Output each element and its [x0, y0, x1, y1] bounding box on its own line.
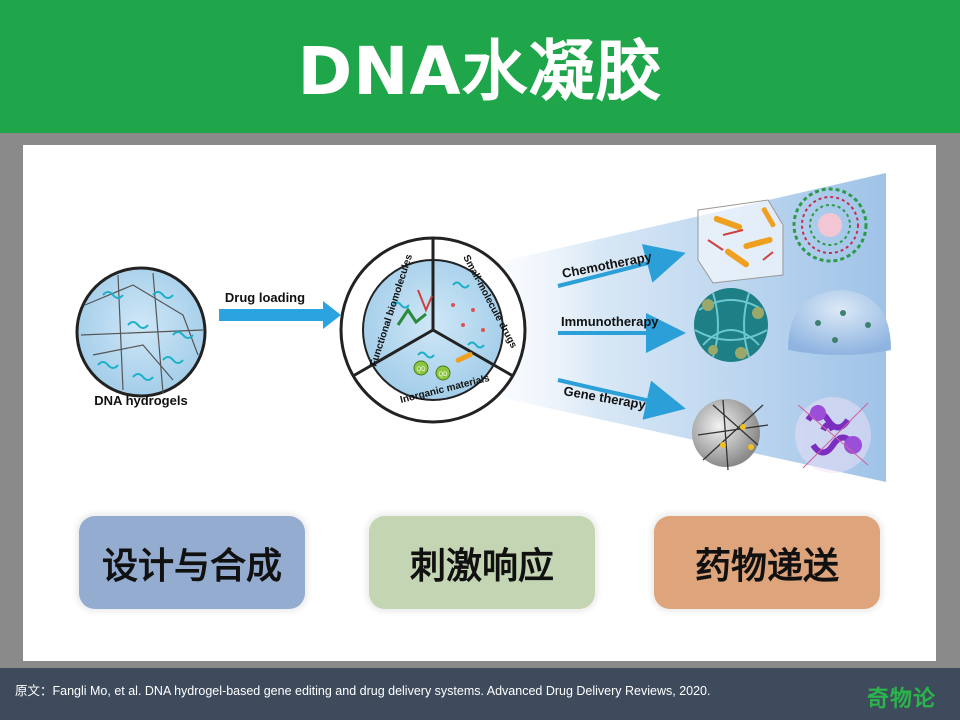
immuno-dome-image: [788, 290, 891, 355]
immuno-cage-image: [694, 288, 768, 362]
chemo-ring-image: [792, 187, 868, 263]
gene-therapy-arrow: [557, 378, 686, 420]
drug-loading-arrow: [219, 301, 341, 329]
gene-sphere-image: [692, 399, 769, 471]
drug-loading-label: Drug loading: [225, 290, 305, 305]
loaded-hydrogel-circle: QD QD: [339, 236, 527, 424]
header-bar: DNA水凝胶: [0, 0, 960, 133]
content-panel: DNA hydrogels Drug loading QD QD Functio…: [23, 145, 936, 661]
footer-bar: 原文：Fangli Mo, et al. DNA hydrogel-based …: [0, 668, 960, 720]
category-design-synthesis: 设计与合成: [79, 516, 305, 609]
qd-label-1: QD: [417, 367, 427, 373]
category-drug-delivery: 药物递送: [654, 516, 880, 609]
citation-text: 原文：Fangli Mo, et al. DNA hydrogel-based …: [15, 684, 711, 698]
hydrogel-label: DNA hydrogels: [94, 393, 187, 408]
hydrogel-diagram: DNA hydrogels Drug loading QD QD Functio…: [75, 173, 891, 482]
gene-complex-image: [795, 397, 871, 473]
therapy-label-immuno: Immunotherapy: [561, 314, 659, 329]
chemo-cube-image: [697, 199, 784, 284]
brand-logo: 奇物论: [866, 687, 936, 712]
category-stimulus-response: 刺激响应: [369, 516, 595, 609]
qd-label-2: QD: [439, 372, 449, 378]
dna-hydrogel-icon: [75, 266, 207, 398]
page-title: DNA水凝胶: [297, 33, 663, 110]
chemotherapy-arrow: [557, 244, 686, 288]
